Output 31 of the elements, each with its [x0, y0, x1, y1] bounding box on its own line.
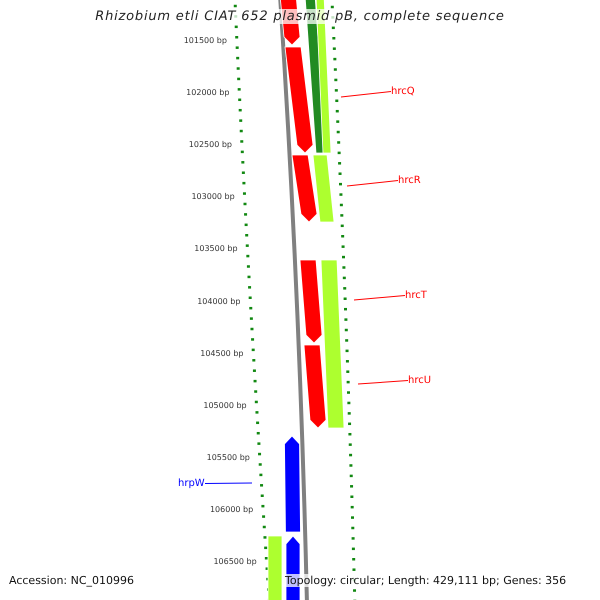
leader-line — [204, 482, 252, 484]
position-label: 102500 bp — [188, 140, 232, 150]
gene-marker — [292, 154, 318, 223]
position-label: 102000 bp — [186, 88, 230, 98]
gene-marker — [304, 344, 326, 429]
position-label: 105000 bp — [203, 400, 247, 410]
position-label: 106500 bp — [213, 557, 257, 566]
gene-label: hrcR — [398, 175, 421, 186]
accession-text: Accession: NC_010996 — [9, 574, 134, 587]
position-label: 104000 bp — [197, 296, 240, 306]
gene-label: hrcQ — [391, 86, 415, 97]
position-label: 103500 bp — [194, 244, 238, 254]
position-label: 105500 bp — [206, 452, 250, 462]
gene-label: hrpW — [178, 478, 205, 489]
gene-bar — [312, 154, 334, 222]
title: Rhizobium etli CIAT 652 plasmid pB, complete sequence — [95, 9, 505, 24]
position-label: 106000 bp — [210, 504, 254, 514]
gene-label: hrcT — [405, 290, 427, 301]
leader-line — [340, 91, 392, 98]
position-label: 103000 bp — [191, 192, 235, 202]
position-label: 104500 bp — [200, 348, 244, 358]
gene-marker — [300, 260, 322, 344]
gene-marker — [284, 435, 301, 532]
gene-bar — [320, 260, 344, 428]
summary-text: Topology: circular; Length: 429,111 bp; Genes: 356 — [285, 574, 566, 587]
gene-label: hrcU — [408, 375, 432, 386]
leader-line — [354, 295, 406, 300]
leader-line — [358, 380, 408, 384]
leader-line — [346, 180, 398, 186]
position-label: 101500 bp — [184, 36, 227, 45]
gene-bar — [268, 536, 282, 600]
